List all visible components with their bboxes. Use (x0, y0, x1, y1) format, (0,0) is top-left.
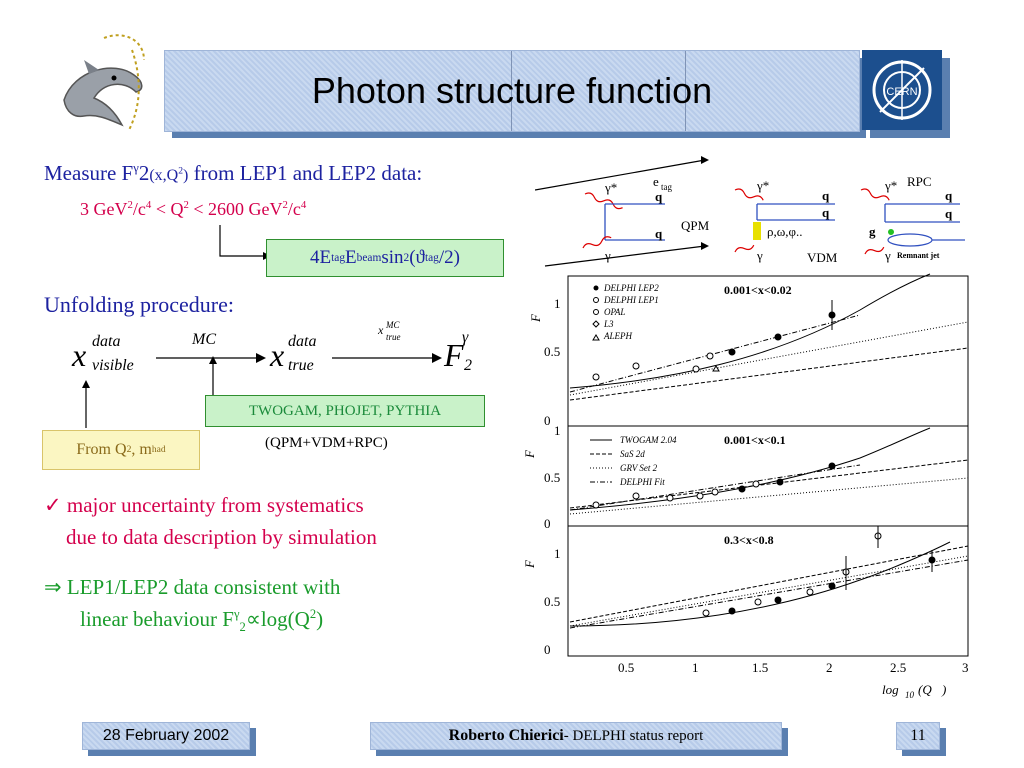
svg-text:CERN: CERN (886, 86, 917, 98)
svg-text:0: 0 (544, 413, 551, 428)
implies-arrow-icon: ⇒ (44, 575, 62, 599)
svg-text:DELPHI LEP2: DELPHI LEP2 (603, 283, 659, 293)
svg-text:1: 1 (554, 296, 561, 311)
cern-logo-icon: CERN (872, 60, 932, 120)
svg-text:true: true (288, 357, 314, 374)
svg-text:x: x (71, 337, 86, 373)
q2-range: 3 GeV2/c4 < Q2 < 2600 GeV2/c4 (80, 199, 307, 219)
svg-text:1: 1 (554, 423, 561, 438)
svg-text:L3: L3 (603, 319, 614, 329)
svg-text:0.001<x<0.1: 0.001<x<0.1 (724, 433, 786, 447)
svg-text:RPC: RPC (907, 174, 932, 189)
svg-text:0.5: 0.5 (544, 470, 560, 485)
svg-text:γ: γ (604, 248, 611, 263)
svg-text:γ: γ (756, 248, 763, 263)
svg-text:Remnant jet: Remnant jet (897, 251, 940, 260)
svg-text:q: q (822, 188, 830, 203)
svg-text:VDM: VDM (807, 250, 838, 265)
footer-date: 28 February 2002 (82, 722, 250, 750)
svg-text:DELPHI Fit: DELPHI Fit (619, 477, 665, 487)
svg-text:γ*: γ* (756, 178, 769, 193)
svg-text:0.5: 0.5 (544, 594, 560, 609)
measure-line: Measure Fγ2(x,Q2) from LEP1 and LEP2 dat… (44, 161, 423, 185)
svg-text:log: log (882, 682, 899, 697)
svg-text:g: g (869, 224, 876, 239)
svg-text:ALEPH: ALEPH (603, 331, 632, 341)
svg-text:QPM: QPM (681, 218, 710, 233)
svg-text:q: q (822, 205, 830, 220)
models-note: (QPM+VDM+RPC) (265, 435, 388, 451)
svg-text:1: 1 (692, 660, 699, 675)
svg-text:F: F (528, 313, 543, 323)
svg-text:q: q (655, 189, 663, 204)
svg-text:2.5: 2.5 (890, 660, 906, 675)
svg-text:MC: MC (191, 331, 216, 348)
svg-text:0.001<x<0.02: 0.001<x<0.02 (724, 283, 792, 297)
svg-text:3: 3 (962, 660, 969, 675)
svg-text:true: true (386, 332, 401, 342)
unfolding-heading: Unfolding procedure: (44, 292, 234, 317)
bullet-uncertainty: ✓ major uncertainty from systematics due… (44, 493, 377, 549)
svg-text:q: q (655, 226, 663, 241)
check-icon: ✓ (44, 493, 62, 517)
unfolding-formula: x data visible MC x data true x MC true … (71, 320, 472, 428)
svg-text:GRV Set 2: GRV Set 2 (620, 463, 658, 473)
svg-text:F: F (522, 559, 537, 569)
svg-text:DELPHI LEP1: DELPHI LEP1 (603, 295, 659, 305)
svg-text:γ*: γ* (604, 180, 617, 195)
dolphin-logo (63, 34, 145, 131)
svg-text:x: x (269, 337, 284, 373)
svg-text:0.5: 0.5 (544, 344, 560, 359)
svg-text:2: 2 (464, 357, 472, 374)
svg-text:1.5: 1.5 (752, 660, 768, 675)
svg-text:F: F (522, 449, 537, 459)
svg-text:data: data (288, 333, 316, 350)
svg-text:visible: visible (92, 357, 134, 374)
svg-text:data: data (92, 333, 120, 350)
svg-text:TWOGAM 2.04: TWOGAM 2.04 (620, 435, 677, 445)
svg-text:MC: MC (385, 320, 400, 330)
cern-logo: CERN (862, 50, 942, 130)
svg-text:γ: γ (462, 329, 469, 346)
page-title: Photon structure function (311, 70, 713, 111)
svg-text:γ*: γ* (884, 178, 897, 193)
svg-text:ρ,ω,φ..: ρ,ω,φ.. (767, 224, 803, 239)
svg-text:0.5: 0.5 (618, 660, 634, 675)
svg-text:0.3<x<0.8: 0.3<x<0.8 (724, 533, 774, 547)
svg-text:): ) (941, 682, 946, 697)
svg-text:10: 10 (905, 690, 915, 700)
svg-text:q: q (945, 188, 953, 203)
footer-author: Roberto Chierici - DELPHI status report (370, 722, 782, 750)
svg-text:γ: γ (884, 248, 891, 263)
page-number: 11 (896, 722, 940, 750)
svg-text:e: e (653, 174, 659, 189)
svg-text:F: F (443, 337, 464, 373)
svg-text:q: q (945, 206, 953, 221)
svg-text:0: 0 (544, 516, 551, 531)
structure-function-plot: F F F 0 0.5 1 0.5 1 0 0.5 1 0 0.5 1 1.5 … (522, 273, 969, 700)
svg-text:0: 0 (544, 642, 551, 657)
svg-text:x: x (377, 323, 384, 337)
svg-text:tag: tag (661, 182, 672, 192)
generators-box: TWOGAM, PHOJET, PYTHIA (205, 395, 485, 427)
svg-text:1: 1 (554, 546, 561, 561)
svg-text:(Q: (Q (918, 682, 932, 697)
bullet-consistency: ⇒ LEP1/LEP2 data consistent with linear … (44, 575, 341, 635)
svg-text:SaS 2d: SaS 2d (620, 449, 645, 459)
title-bar: Photon structure function (164, 50, 860, 132)
svg-text:OPAL: OPAL (604, 307, 625, 317)
svg-text:2: 2 (826, 660, 833, 675)
